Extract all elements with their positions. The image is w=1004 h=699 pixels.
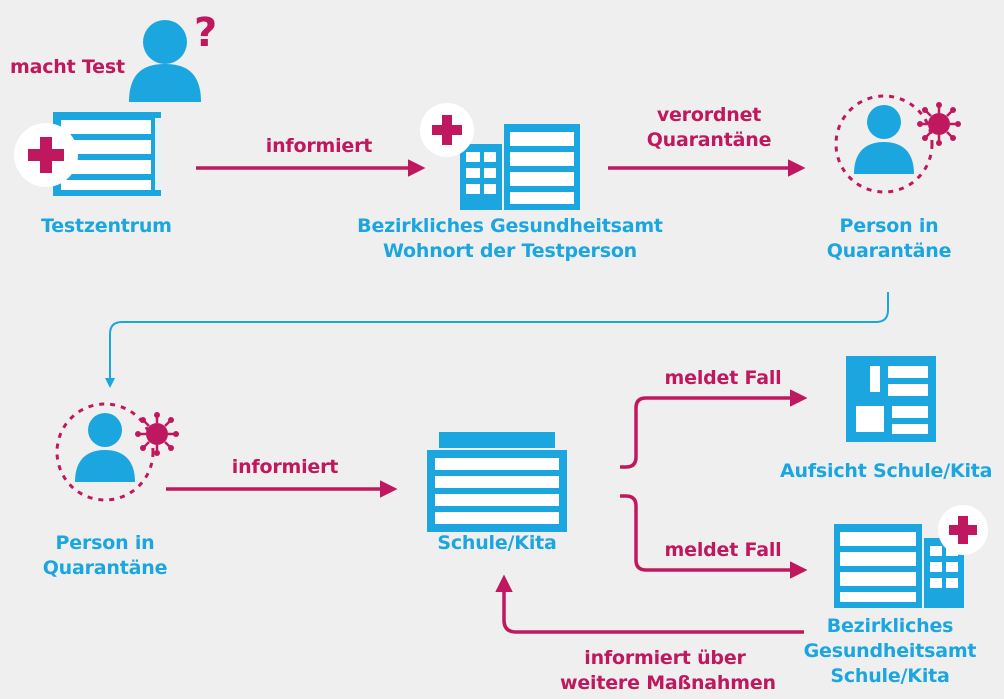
gesundheitsamt-schule-label: Bezirkliches Gesundheitsamt Schule/Kita [800, 614, 980, 689]
medical-cross-icon [938, 505, 988, 555]
person-quarantine-2-line-1: Person in [55, 532, 155, 554]
person-quarantine-2-label: Person in Quarantäne [30, 531, 180, 581]
arrow-informiert-ueber [495, 574, 804, 634]
medical-cross-icon [14, 123, 78, 187]
gesundheitsamt-schule-line-2: Gesundheitsamt [803, 640, 977, 662]
gesundheitsamt-wohnort-line-2: Wohnort der Testperson [382, 240, 638, 262]
aufsicht-building-icon [846, 356, 936, 442]
virus-icon [917, 102, 961, 146]
school-building-icon [427, 432, 567, 532]
schule-kita-label: Schule/Kita [437, 532, 557, 554]
arrow-meldet-fall-2 [620, 494, 808, 579]
medical-cross-icon [420, 103, 474, 157]
question-mark-icon: ? [194, 10, 217, 56]
testzentrum-label: Testzentrum [41, 215, 172, 237]
edge-informiert-ueber-line-2: weitere Maßnahmen [560, 672, 776, 694]
aufsicht-label: Aufsicht Schule/Kita [780, 460, 993, 482]
quarantine-ring-icon [55, 402, 155, 502]
edge-verordnet-line-2: Quarantäne [646, 129, 772, 151]
person-quarantine-1-line-1: Person in [839, 215, 939, 237]
testzentrum-building-icon [53, 112, 161, 196]
test-person-label: macht Test [10, 56, 125, 78]
gesundheitsamt-schule-line-1: Bezirkliches [826, 615, 954, 637]
virus-icon [135, 412, 179, 456]
edge-informiert-1-label: informiert [265, 135, 373, 157]
edge-informiert-ueber-line-1: informiert über [584, 647, 746, 669]
arrow-meldet-fall-1 [620, 389, 808, 469]
gesundheitsamt-wohnort-label: Bezirkliches Gesundheitsamt Wohnort der … [340, 214, 680, 264]
quarantine-ring-icon [834, 94, 934, 194]
edge-verordnet-label: verordnet Quarantäne [624, 103, 794, 153]
edge-verordnet-line-1: verordnet [656, 104, 762, 126]
edge-informiert-2-label: informiert [231, 456, 339, 478]
connector-arrow [105, 292, 889, 388]
edge-meldet-fall-2-label: meldet Fall [664, 539, 782, 561]
person-quarantine-1-label: Person in Quarantäne [814, 214, 964, 264]
gesundheitsamt-building-icon [460, 124, 580, 210]
edge-informiert-ueber-label: informiert über weitere Maßnahmen [560, 646, 776, 696]
edge-meldet-fall-1-label: meldet Fall [664, 367, 782, 389]
person-icon [129, 20, 201, 102]
person-quarantine-1-line-2: Quarantäne [826, 240, 952, 262]
gesundheitsamt-wohnort-line-1: Bezirkliches Gesundheitsamt [357, 215, 663, 237]
person-quarantine-2-line-2: Quarantäne [42, 557, 168, 579]
gesundheitsamt-schule-line-3: Schule/Kita [830, 665, 950, 687]
